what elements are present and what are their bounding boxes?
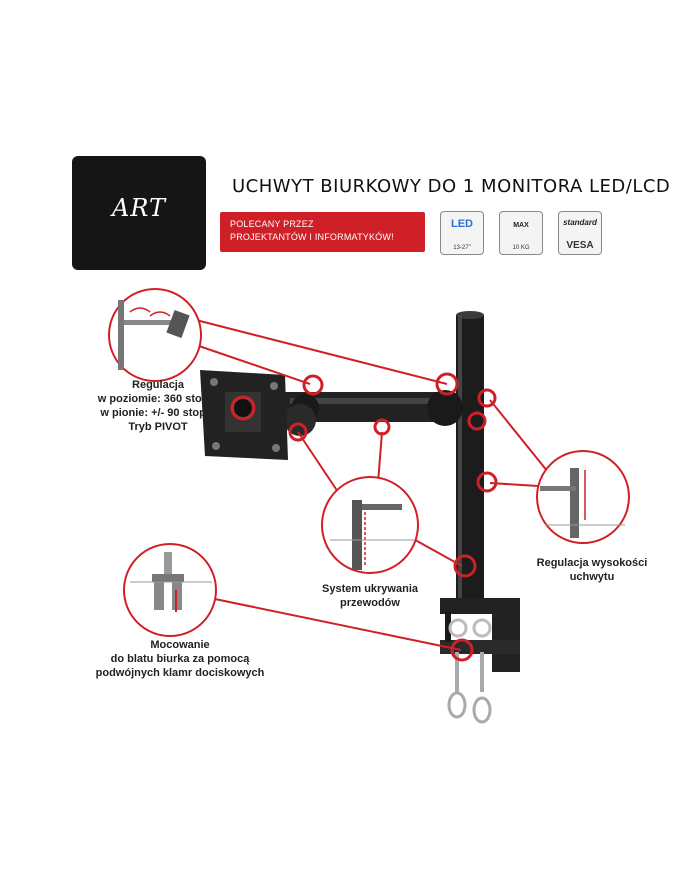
desk-clamp: [440, 598, 520, 724]
mount-label: Mocowanie do blatu biurka za pomocą podw…: [90, 638, 270, 680]
callout-markers: [230, 372, 498, 662]
cable-label: System ukrywania przewodów: [305, 582, 435, 610]
product-title: UCHWYT BIURKOWY DO 1 MONITORA LED/LCD: [232, 176, 671, 197]
vesa-badge-title: standard: [563, 218, 597, 227]
rotation-label: Regulacja w poziomie: 360 stopni w pioni…: [88, 378, 228, 434]
promo-line-2: PROJEKTANTÓW I INFORMATYKÓW!: [230, 232, 394, 242]
rotation-label-line-2: w poziomie: 360 stopni: [97, 393, 219, 405]
height-label: Regulacja wysokości uchwytu: [522, 556, 662, 584]
height-zoom-circle: [536, 450, 630, 544]
monitor-arm: [270, 390, 463, 436]
cable-label-line-1: System ukrywania: [322, 583, 418, 595]
rotation-label-line-4: Tryb PIVOT: [128, 421, 188, 433]
rotation-label-line-3: w pionie: +/- 90 stopni: [100, 407, 216, 419]
rotation-zoom-circle: [108, 288, 202, 382]
mount-zoom-circle: [123, 543, 217, 637]
brand-logo-text: ART: [112, 194, 166, 222]
height-label-line-1: Regulacja wysokości: [536, 557, 648, 569]
callout-lines: [195, 319, 549, 651]
cable-label-line-2: przewodów: [340, 597, 400, 609]
mount-label-line-3: podwójnych klamr dociskowych: [95, 667, 265, 679]
weight-badge: MAX 10 KG: [499, 211, 543, 255]
mount-label-line-1: Mocowanie: [150, 639, 210, 651]
cable-zoom-circle: [321, 476, 419, 574]
mount-label-line-2: do blatu biurka za pomocą: [110, 653, 250, 665]
rotation-label-line-1: Regulacja: [132, 379, 184, 391]
pole: [456, 311, 484, 605]
led-badge: LED 13-27": [440, 211, 484, 255]
led-badge-title: LED: [451, 218, 473, 230]
height-label-line-2: uchwytu: [569, 571, 615, 583]
vesa-badge: standard VESA: [558, 211, 602, 255]
vesa-plate: [200, 370, 288, 460]
weight-badge-title: MAX: [513, 222, 529, 229]
weight-badge-value: 10 KG: [512, 245, 530, 251]
promo-banner: POLECANY PRZEZ PROJEKTANTÓW I INFORMATYK…: [220, 212, 425, 252]
brand-logo: ART: [72, 156, 206, 270]
promo-line-1: POLECANY PRZEZ: [230, 219, 314, 229]
led-badge-size: 13-27": [453, 245, 471, 251]
vesa-badge-value: VESA: [566, 240, 594, 251]
